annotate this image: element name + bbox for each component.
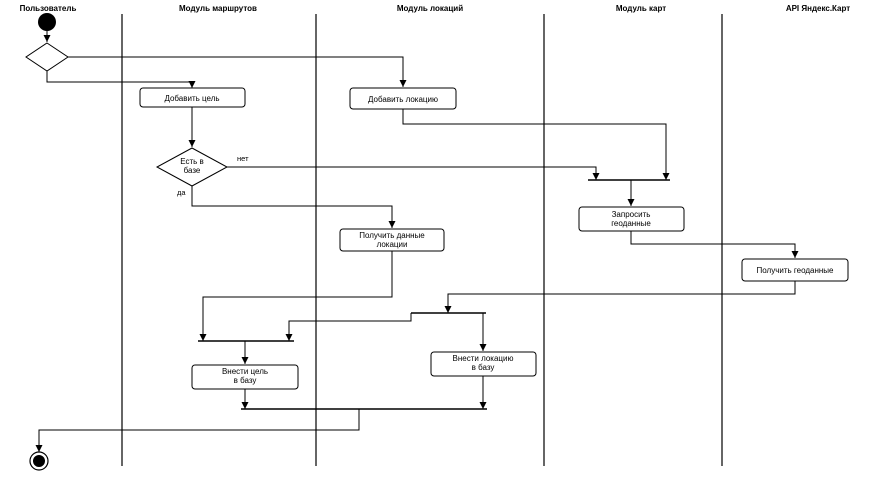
edge-label-yes: да	[177, 188, 186, 197]
node-save-goal-line2: в базу	[234, 376, 257, 385]
node-get-location-data-line1: Получить данные	[359, 231, 425, 240]
node-save-goal-line1: Внести цель	[222, 367, 268, 376]
lane-title-routes: Модуль маршрутов	[179, 4, 257, 13]
start-node	[38, 13, 56, 31]
node-request-geo-line1: Запросить	[612, 210, 651, 219]
edge-request-geo-to-get-geo	[630, 231, 799, 258]
node-save-location-line2: в базу	[472, 363, 495, 372]
decision-in-db-line1: Есть в	[180, 157, 204, 166]
edge-add-location-to-join	[402, 109, 670, 180]
edge-yes-to-get-location-data	[191, 186, 396, 228]
lane-title-user: Пользователь	[20, 4, 77, 13]
edge-final-join-to-end	[35, 409, 360, 452]
node-get-location-data-line2: локации	[377, 240, 408, 249]
edge-no-to-join	[227, 166, 600, 180]
fork-decision	[25, 42, 69, 72]
edge-fork-to-goal-join	[285, 313, 412, 341]
edge-fork-to-add-goal	[46, 71, 196, 88]
node-add-location-label: Добавить локацию	[368, 95, 438, 104]
node-request-geo-line2: геоданные	[611, 219, 651, 228]
lane-title-maps: Модуль карт	[616, 4, 666, 13]
edge-fork-to-add-location	[68, 56, 407, 87]
decision-in-db-line2: базе	[184, 166, 201, 175]
lane-title-locations: Модуль локаций	[397, 4, 463, 13]
node-save-location-line1: Внести локацию	[453, 354, 514, 363]
lane-title-yandex: API Яндекс.Карт	[786, 4, 850, 13]
node-add-goal-label: Добавить цель	[164, 94, 219, 103]
end-node-inner	[33, 455, 45, 467]
edge-get-location-data-to-goal-join	[199, 251, 393, 341]
edge-get-geo-to-fork	[444, 281, 796, 313]
node-get-geo-label: Получить геоданные	[757, 266, 835, 275]
edge-label-no: нет	[237, 154, 249, 163]
